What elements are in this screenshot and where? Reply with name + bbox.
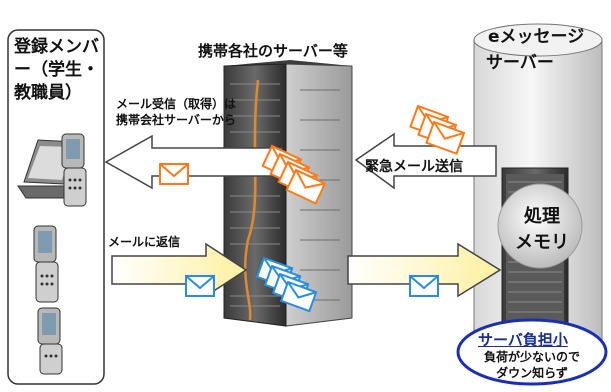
low-load-title: サーバ負担小 <box>478 331 568 349</box>
low-load-callout <box>456 318 608 386</box>
reply-label: メールに返信 <box>108 235 181 249</box>
envelope-icon <box>185 275 215 297</box>
low-load-line2: ダウン知らず <box>496 366 568 380</box>
processing-line1: 処理 <box>524 206 560 227</box>
envelope-icon <box>159 163 189 185</box>
receive-note-line2: 携帯会社サーバーから <box>116 113 236 127</box>
arrow-carrier-to-emessage <box>347 242 502 298</box>
flip-phone-icon <box>37 307 63 375</box>
processing-memory-orb <box>497 183 583 269</box>
emessage-server-label-line2: サーバー <box>486 53 554 73</box>
envelope-stack-blue <box>255 256 318 313</box>
envelope-icon <box>409 275 439 297</box>
low-load-description: 負荷が少ないので ダウン知らず <box>470 349 594 381</box>
envelope-stack-orange <box>409 104 466 155</box>
urgent-send-label: 緊急メール送信 <box>365 159 463 175</box>
flip-phone-icon <box>33 225 59 303</box>
arrow-urgent-send <box>354 132 497 190</box>
flip-phone-icon <box>61 133 87 207</box>
carrier-servers-label: 携帯各社のサーバー等 <box>198 42 348 60</box>
envelope-stack-orange <box>261 144 327 205</box>
emessage-server-label-line1: eメッセージ <box>488 27 585 47</box>
members-label: 登録メンバー（学生・教職員） <box>14 37 99 103</box>
processing-line2: メモリ <box>515 232 569 253</box>
members-panel <box>7 29 105 385</box>
receive-note-line1: メール受信（取得）は <box>116 97 237 111</box>
receive-note: メール受信（取得）は 携帯会社サーバーから <box>116 96 236 128</box>
processing-memory-label: 処理 メモリ <box>514 204 570 256</box>
low-load-line1: 負荷が少ないので <box>483 350 580 364</box>
